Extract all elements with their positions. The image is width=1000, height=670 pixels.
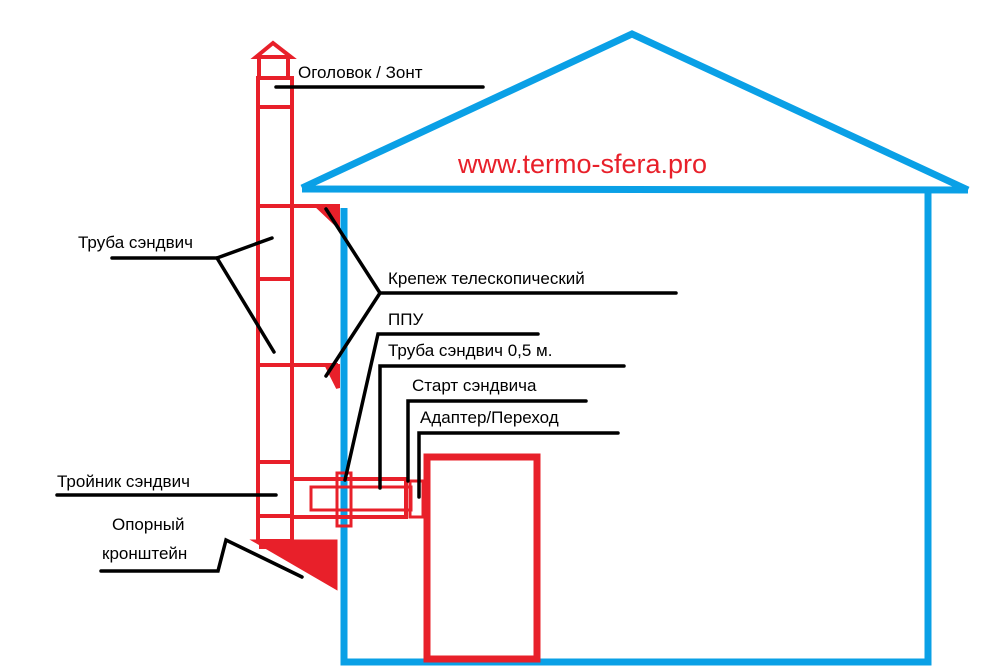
leader-sandwich-pipe-a bbox=[215, 236, 274, 260]
chimney-cap-body bbox=[257, 55, 290, 80]
adapter bbox=[408, 479, 425, 519]
label-ppu: ППУ bbox=[388, 310, 423, 329]
leader-support bbox=[99, 537, 304, 579]
chimney bbox=[249, 40, 425, 591]
inner-flue bbox=[309, 485, 413, 512]
house-eave-line bbox=[301, 185, 969, 194]
boiler bbox=[423, 453, 541, 663]
label-support-bracket-2: кронштейн bbox=[102, 544, 187, 563]
label-cap: Оголовок / Зонт bbox=[298, 63, 423, 82]
leader-start bbox=[406, 399, 588, 483]
support-bracket bbox=[249, 539, 338, 591]
label-telescopic-mount: Крепеж телескопический bbox=[388, 269, 585, 288]
label-support-bracket-1: Опорный bbox=[112, 515, 184, 534]
label-sandwich-pipe-05: Труба сэндвич 0,5 м. bbox=[388, 341, 552, 360]
leader-ppu bbox=[343, 332, 540, 482]
leader-sandwich-pipe-b bbox=[215, 256, 276, 354]
label-sandwich-start: Старт сэндвича bbox=[412, 376, 537, 395]
house-outline bbox=[300, 30, 970, 666]
leader-mount-a bbox=[324, 207, 382, 295]
house-roof bbox=[300, 30, 970, 194]
leader-lines bbox=[55, 85, 678, 579]
wall-passage-ppu bbox=[335, 471, 353, 528]
bracket-plate bbox=[259, 541, 285, 549]
leader-pipe-05 bbox=[378, 364, 626, 490]
leader-adapter bbox=[417, 431, 620, 499]
house-walls bbox=[340, 191, 932, 666]
leader-mount-b bbox=[324, 291, 382, 378]
chimney-cap bbox=[250, 40, 297, 59]
label-sandwich-pipe: Труба сэндвич bbox=[78, 233, 193, 252]
label-sandwich-tee: Тройник сэндвич bbox=[57, 472, 190, 491]
site-url: www.termo-sfera.pro bbox=[457, 149, 707, 179]
vertical-sandwich-pipe bbox=[256, 76, 294, 543]
horizontal-sandwich-pipe bbox=[290, 477, 408, 519]
label-adapter: Адаптер/Переход bbox=[420, 408, 559, 427]
